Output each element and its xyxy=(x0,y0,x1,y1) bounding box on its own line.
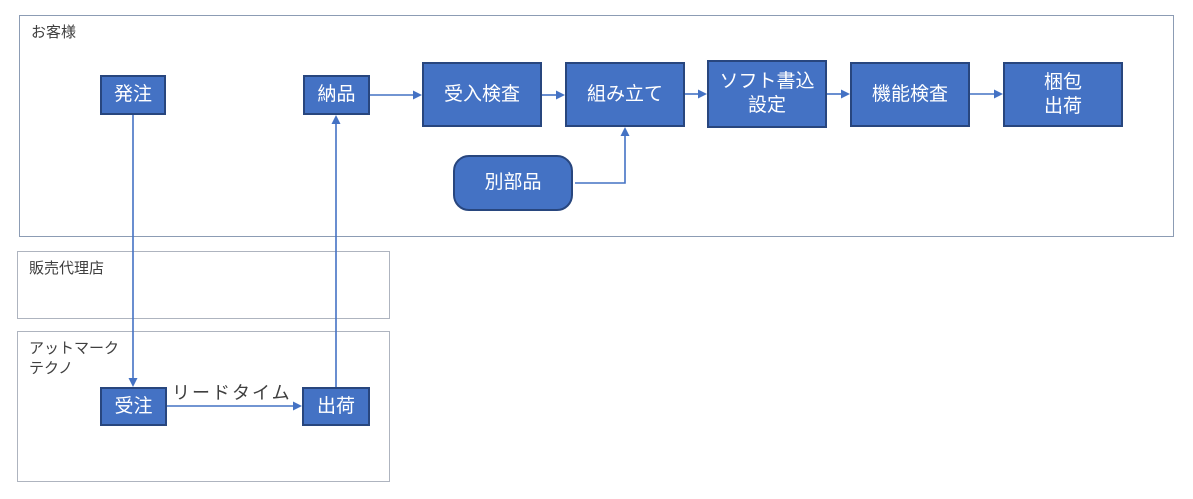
lane-atmark-techno-label: アットマーク テクノ xyxy=(29,340,120,378)
node-incoming-inspection: 受入検査 xyxy=(422,62,542,127)
node-packing-shipping: 梱包 出荷 xyxy=(1003,62,1123,127)
node-order-received: 受注 xyxy=(100,387,167,426)
node-software-write-setup: ソフト書込 設定 xyxy=(707,60,827,128)
node-function-inspection: 機能検査 xyxy=(850,62,970,127)
lane-distributor-label: 販売代理店 xyxy=(29,260,105,277)
node-delivery: 納品 xyxy=(303,75,370,115)
node-order: 発注 xyxy=(100,75,166,115)
lane-distributor: 販売代理店 xyxy=(17,251,390,319)
lead-time-label: リードタイム xyxy=(172,383,292,403)
lane-customer-label: お客様 xyxy=(31,24,77,41)
node-separate-parts: 別部品 xyxy=(453,155,573,211)
node-ship: 出荷 xyxy=(302,387,370,426)
node-assembly: 組み立て xyxy=(565,62,685,127)
